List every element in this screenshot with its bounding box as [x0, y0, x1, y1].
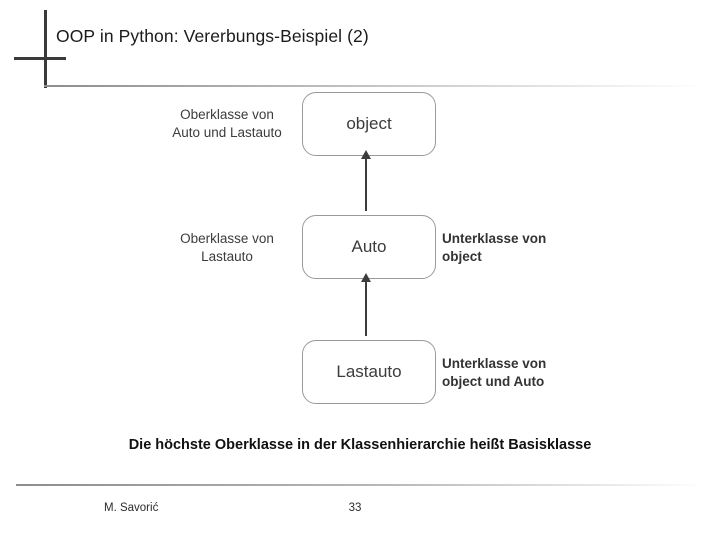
label-line: Unterklasse von — [442, 356, 547, 371]
label-oberklasse-auto-lastauto: Oberklasse von Auto und Lastauto — [162, 106, 292, 142]
page-title: OOP in Python: Vererbungs-Beispiel (2) — [56, 26, 369, 46]
label-line: Unterklasse von — [442, 231, 547, 246]
label-line: Oberklasse von — [180, 231, 274, 246]
diagram-node-auto: Auto — [302, 215, 436, 279]
footer-divider — [16, 484, 704, 486]
inheritance-diagram: Oberklasse von Auto und Lastauto Oberkla… — [150, 90, 590, 410]
label-line: Oberklasse von — [180, 107, 274, 122]
arrow-lastauto-to-auto-icon — [361, 273, 371, 336]
diagram-node-lastauto: Lastauto — [302, 340, 436, 404]
footer-author: M. Savorić — [104, 502, 159, 514]
label-line: object — [442, 249, 482, 265]
title-decoration-vertical — [44, 10, 47, 88]
footer-page-number: 33 — [348, 502, 362, 514]
label-line: Lastauto — [201, 249, 253, 265]
label-unterklasse-object-auto: Unterklasse von object und Auto — [442, 355, 582, 391]
label-line: Auto und Lastauto — [172, 125, 282, 141]
label-line: object und Auto — [442, 374, 545, 390]
diagram-node-object: object — [302, 92, 436, 156]
label-oberklasse-lastauto: Oberklasse von Lastauto — [162, 230, 292, 266]
summary-statement: Die höchste Oberklasse in der Klassenhie… — [128, 437, 592, 453]
title-divider — [44, 85, 704, 87]
arrow-auto-to-object-icon — [361, 150, 371, 211]
label-unterklasse-object: Unterklasse von object — [442, 230, 582, 266]
title-decoration-horizontal — [14, 57, 66, 60]
